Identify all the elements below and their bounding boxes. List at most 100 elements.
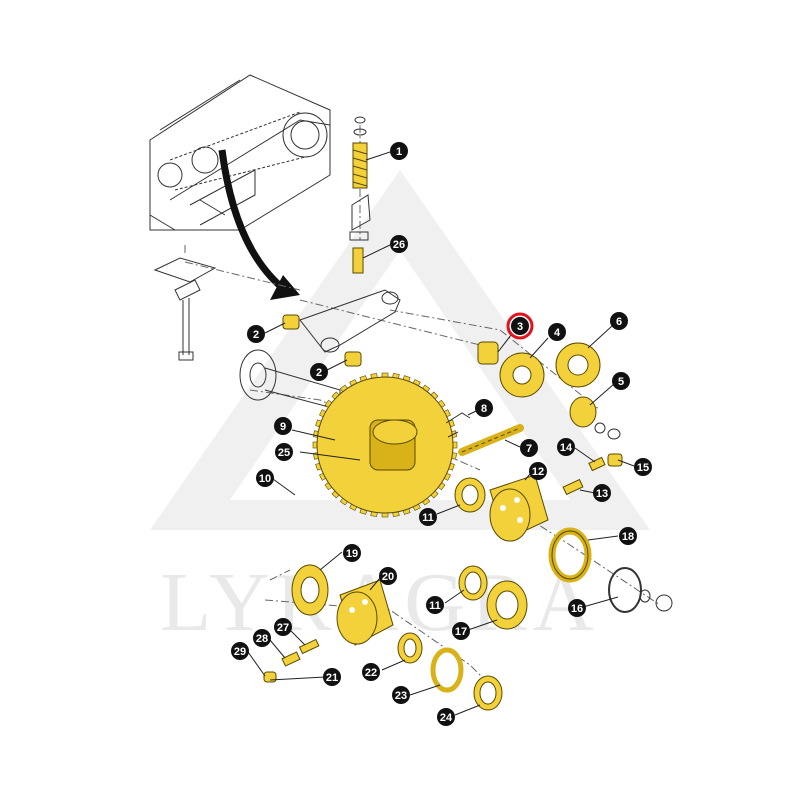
small-parts-27-28-29: [263, 638, 320, 683]
callout-circle: [419, 508, 437, 526]
spring-part-1: [349, 116, 371, 241]
callout-label: 26: [393, 239, 405, 251]
callout-label: 25: [278, 447, 290, 459]
callout-label: 3: [517, 321, 523, 333]
callout-circle: [619, 527, 637, 545]
callout-label: 2: [316, 367, 322, 379]
hub-part-5: [569, 396, 621, 440]
callout-circle: [343, 544, 361, 562]
callout-label: 20: [382, 571, 394, 583]
callout-c17[interactable]: 17: [452, 622, 470, 640]
callout-circle: [452, 622, 470, 640]
callout-label: 29: [234, 646, 246, 658]
callout-c21[interactable]: 21: [323, 668, 341, 686]
callout-label: 23: [395, 690, 407, 702]
callout-label: 12: [532, 466, 544, 478]
callout-c24[interactable]: 24: [437, 708, 455, 726]
callout-c28[interactable]: 28: [253, 629, 271, 647]
callout-label: 1: [396, 146, 402, 158]
callout-c19[interactable]: 19: [343, 544, 361, 562]
callout-circle: [511, 317, 529, 335]
callout-c10[interactable]: 10: [256, 469, 274, 487]
callout-c18[interactable]: 18: [619, 527, 637, 545]
callout-circle: [548, 323, 566, 341]
callout-circle: [392, 686, 410, 704]
callout-label: 27: [277, 622, 289, 634]
callout-c23[interactable]: 23: [392, 686, 410, 704]
callout-c3[interactable]: 3: [506, 312, 534, 340]
callout-circle: [520, 439, 538, 457]
machine-sketch: [149, 74, 331, 231]
callout-circle: [379, 567, 397, 585]
callout-label: 17: [455, 626, 467, 638]
callout-label: 13: [596, 488, 608, 500]
callout-label: 5: [618, 376, 624, 388]
callout-c2b[interactable]: 2: [310, 363, 328, 381]
callout-c27[interactable]: 27: [274, 618, 292, 636]
set-screws: [562, 453, 623, 496]
callout-c4[interactable]: 4: [548, 323, 566, 341]
callout-label: 14: [560, 442, 573, 454]
small-sprockets: [477, 341, 601, 398]
callout-label: 28: [256, 633, 268, 645]
callout-label: 2: [253, 329, 259, 341]
callout-c6[interactable]: 6: [610, 312, 628, 330]
bracket-and-bolt: [153, 245, 301, 361]
callout-circle: [231, 642, 249, 660]
callout-c14[interactable]: 14: [557, 438, 575, 456]
callout-c13[interactable]: 13: [593, 484, 611, 502]
bushing-part-26: [352, 247, 364, 274]
callout-label: 15: [637, 462, 649, 474]
chain-part-7: [445, 412, 524, 456]
highlight-ring: [506, 312, 534, 340]
callout-circle: [323, 668, 341, 686]
callout-c7[interactable]: 7: [520, 439, 538, 457]
callout-circle: [362, 663, 380, 681]
callout-c11b[interactable]: 11: [426, 596, 444, 614]
callout-c22[interactable]: 22: [362, 663, 380, 681]
callout-label: 7: [526, 443, 532, 455]
callout-circle: [274, 417, 292, 435]
callout-c15[interactable]: 15: [634, 458, 652, 476]
callout-c20[interactable]: 20: [379, 567, 397, 585]
curved-arrow: [218, 149, 300, 300]
callout-c12[interactable]: 12: [529, 462, 547, 480]
callout-circle: [426, 596, 444, 614]
callout-label: 18: [622, 531, 634, 543]
tensioner-arm: [299, 289, 401, 353]
callout-label: 4: [554, 327, 561, 339]
callout-c5[interactable]: 5: [612, 372, 630, 390]
callout-label: 11: [422, 512, 434, 524]
callout-circle: [310, 363, 328, 381]
callout-circle: [247, 325, 265, 343]
bushings-part-2: [282, 314, 362, 367]
leader-lines: [247, 151, 635, 716]
callout-circle: [529, 462, 547, 480]
callout-c2a[interactable]: 2: [247, 325, 265, 343]
callout-circle: [557, 438, 575, 456]
callout-c29[interactable]: 29: [231, 642, 249, 660]
callout-circle: [256, 469, 274, 487]
callout-label: 21: [326, 672, 338, 684]
callout-circle: [568, 599, 586, 617]
callout-c16[interactable]: 16: [568, 599, 586, 617]
callout-c1[interactable]: 1: [390, 142, 408, 160]
callout-label: 10: [259, 473, 271, 485]
rings-part-11-17: [458, 565, 528, 630]
callout-c25[interactable]: 25: [275, 443, 293, 461]
callout-c8[interactable]: 8: [475, 399, 493, 417]
callout-c26[interactable]: 26: [390, 235, 408, 253]
callout-circle: [390, 235, 408, 253]
callout-c9[interactable]: 9: [274, 417, 292, 435]
callout-circle: [390, 142, 408, 160]
callout-label: 16: [571, 603, 583, 615]
callout-circle: [274, 618, 292, 636]
rings-part-18-16: [548, 527, 673, 613]
callout-circle: [475, 399, 493, 417]
callout-circle: [593, 484, 611, 502]
callout-label: 6: [616, 316, 622, 328]
callout-c11a[interactable]: 11: [419, 508, 437, 526]
